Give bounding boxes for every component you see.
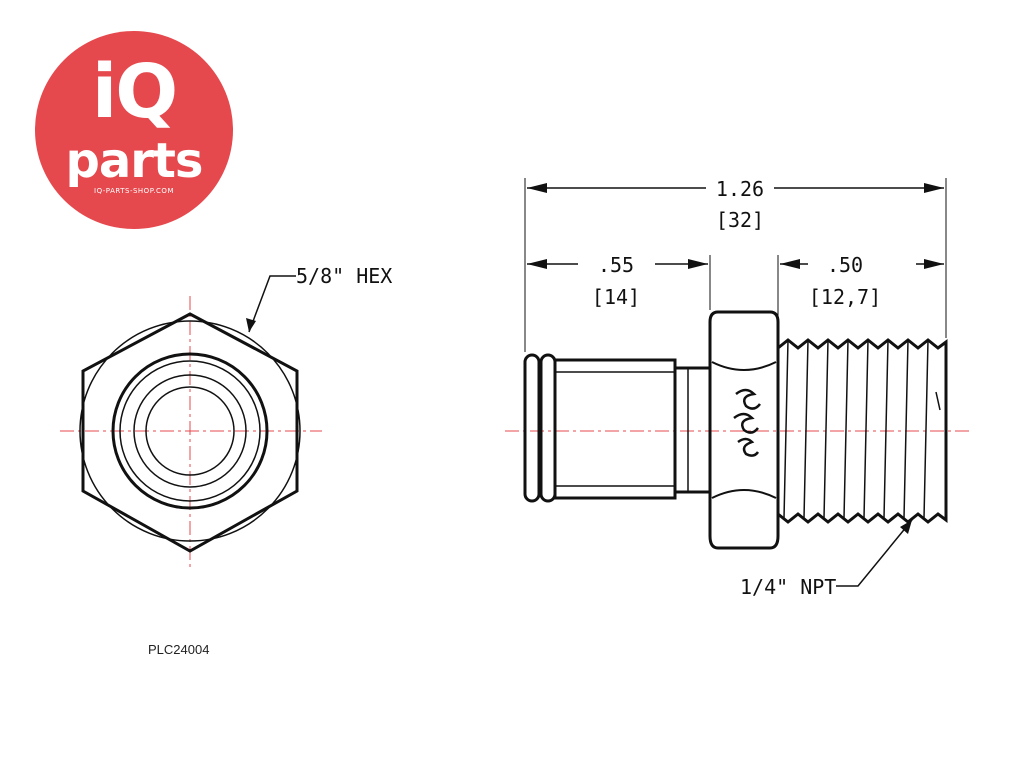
hex-outline: [81, 312, 299, 553]
hex-chamfer-circle: [79, 320, 301, 542]
npt-label: 1/4" NPT: [740, 575, 836, 599]
thread-length-dimension: .50 [12,7]: [780, 253, 944, 309]
cpc-logo-icon: [733, 388, 761, 457]
hex-leader-arrow: [246, 318, 256, 332]
collet-outer-ring: [111, 352, 269, 510]
overall-length-value: 1.26: [716, 177, 764, 201]
hex-nut: [708, 310, 780, 550]
collet-ring-2: [119, 360, 261, 502]
overall-length-dimension: 1.26 [32]: [527, 177, 944, 232]
iq-parts-logo[interactable]: iQ parts IQ-PARTS-SHOP.COM: [35, 31, 233, 229]
collet-ring-3: [133, 374, 247, 488]
logo-url: IQ-PARTS-SHOP.COM: [94, 187, 174, 195]
logo-text-iq: iQ: [91, 49, 178, 135]
front-view: 5/8" HEX: [60, 264, 392, 570]
thread-chamfer-mark: [935, 391, 941, 411]
body-cylinder: [553, 358, 677, 500]
part-number: PLC24004: [148, 642, 210, 657]
thread-length-value: .50: [827, 253, 863, 277]
thread-crest-lines: [783, 339, 929, 519]
body-length-value: .55: [598, 253, 634, 277]
thread-length-mm: [12,7]: [809, 285, 881, 309]
bore-circle: [145, 386, 235, 476]
body-length-mm: [14]: [592, 285, 640, 309]
logo-text-parts: parts: [65, 133, 204, 189]
npt-thread: [776, 338, 948, 524]
body-length-dimension: .55 [14]: [527, 253, 708, 309]
collet-ring-front: [523, 353, 541, 503]
side-view: 1.26 [32] .55 [14] .50 [12,7]: [505, 177, 970, 599]
hex-flat-top: [711, 361, 777, 371]
hex-label: 5/8" HEX: [296, 264, 392, 288]
npt-leader-arrow: [900, 520, 912, 534]
npt-leader-line: [836, 519, 913, 587]
neck: [673, 366, 712, 494]
hex-flat-bottom: [711, 489, 777, 499]
overall-length-mm: [32]: [716, 208, 764, 232]
hex-leader-line: [248, 275, 296, 333]
collet-ring-back: [539, 353, 557, 503]
